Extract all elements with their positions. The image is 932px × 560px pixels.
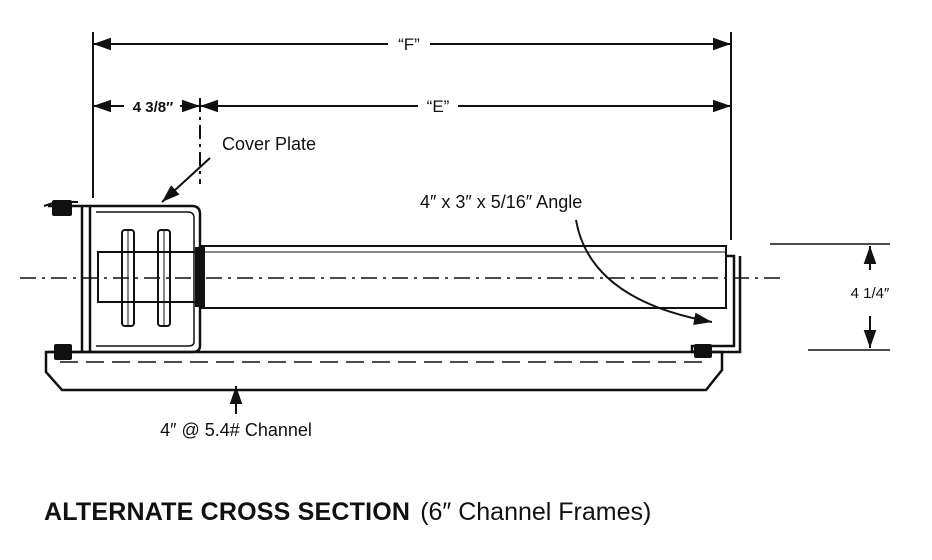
angle-leader — [575, 219, 713, 325]
caption-subtitle: (6″ Channel Frames) — [420, 498, 652, 526]
roller-end-cap — [195, 247, 205, 307]
dimension-e-label: “E” — [427, 97, 450, 116]
cover-plate-leader — [161, 157, 211, 203]
caption-title: ALTERNATE CROSS SECTION — [44, 498, 411, 526]
dimension-offset-label: 4 3/8″ — [133, 99, 174, 116]
right-angle-section — [690, 254, 742, 354]
roller-tube — [199, 245, 727, 309]
figure-caption: ALTERNATE CROSS SECTION (6″ Channel Frame… — [44, 498, 651, 527]
dimension-height-label: 4 1/4″ — [851, 285, 890, 302]
channel-label: 4″ @ 5.4# Channel — [160, 420, 312, 440]
bolt-bottom-left — [54, 344, 72, 360]
bottom-channel — [44, 350, 724, 392]
dimension-f-label: “F” — [398, 35, 420, 54]
bolt-bottom-right — [694, 344, 712, 358]
cover-plate-label: Cover Plate — [222, 134, 316, 154]
angle-label: 4″ x 3″ x 5/16″ Angle — [420, 192, 582, 212]
left-channel-frame — [48, 204, 92, 354]
roller-bearing-hub — [97, 251, 197, 303]
cover-plate-inner — [96, 211, 195, 347]
bolt-top-left — [52, 200, 72, 216]
cover-plate — [90, 204, 202, 354]
